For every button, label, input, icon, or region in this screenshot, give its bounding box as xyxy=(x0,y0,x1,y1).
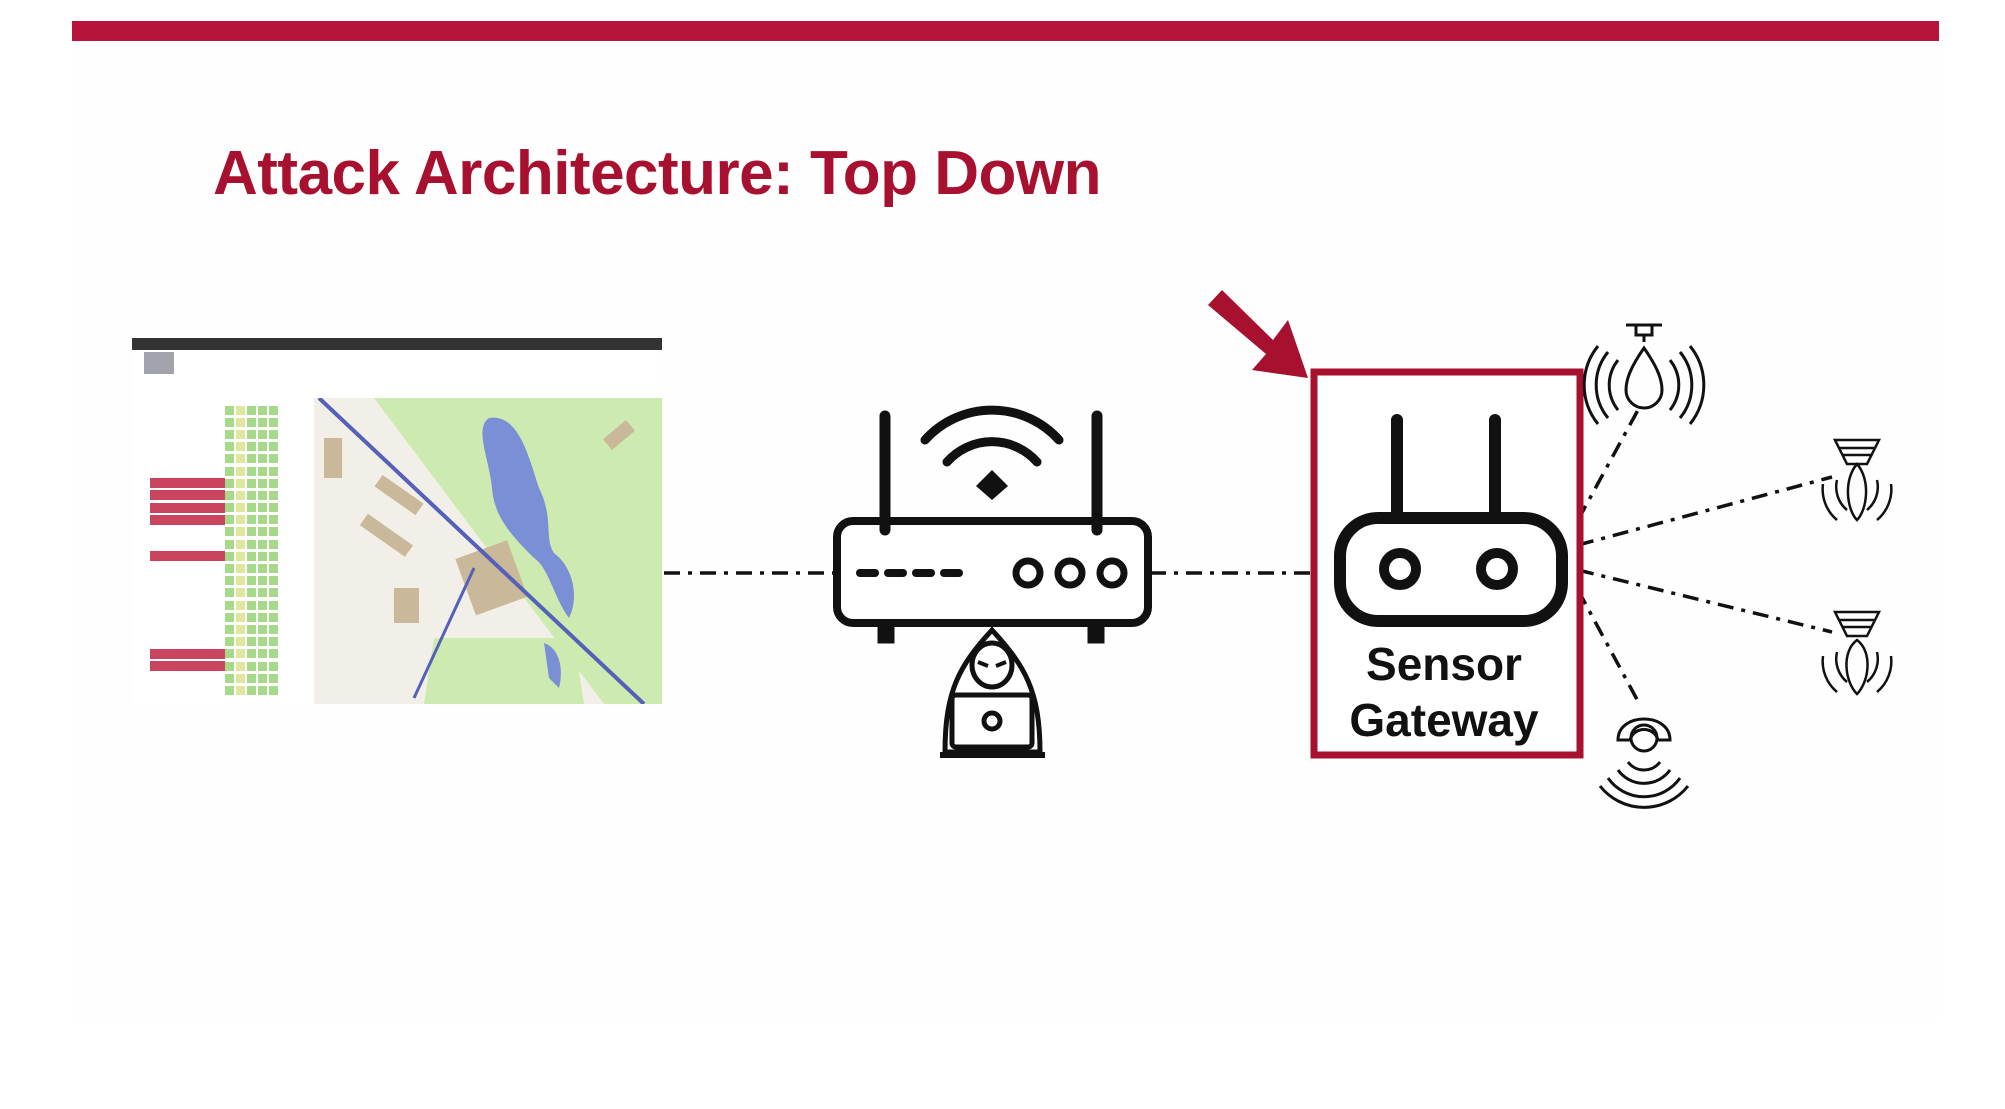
screenshot-list-row xyxy=(150,441,278,453)
motion-sensor-icon xyxy=(1598,717,1690,809)
screenshot-list-row xyxy=(150,416,278,428)
screenshot-row-label xyxy=(150,661,225,672)
screenshot-row-status xyxy=(225,576,278,586)
screenshot-row-status xyxy=(225,442,278,452)
screenshot-list-row xyxy=(150,636,278,648)
screenshot-list-row xyxy=(150,550,278,562)
smoke-detector-icon xyxy=(1821,610,1893,696)
screenshot-list-row xyxy=(150,611,278,623)
screenshot-row-label xyxy=(150,502,225,513)
hacker-icon xyxy=(940,626,1045,758)
link-gateway-smoke-sensor-1 xyxy=(1577,475,1833,547)
screenshot-row-status xyxy=(225,515,278,525)
screenshot-list-row xyxy=(150,453,278,465)
screenshot-row-status xyxy=(225,429,278,439)
screenshot-list-row xyxy=(150,465,278,477)
arrow-to-gateway xyxy=(1208,290,1308,378)
slide-top-bar xyxy=(72,21,1939,41)
screenshot-row-label xyxy=(150,490,225,501)
screenshot-row-status xyxy=(225,405,278,415)
screenshot-row-label xyxy=(150,514,225,525)
gateway-label-line1: Sensor xyxy=(1366,638,1522,690)
screenshot-list-row xyxy=(150,428,278,440)
screenshot-row-status xyxy=(225,503,278,513)
screenshot-row-status xyxy=(225,490,278,500)
screenshot-logo xyxy=(144,352,174,374)
link-gateway-water-sensor xyxy=(1576,409,1640,521)
screenshot-row-status xyxy=(225,661,278,671)
screenshot-row-status xyxy=(225,539,278,549)
screenshot-row-status xyxy=(225,588,278,598)
screenshot-sensor-list xyxy=(150,404,278,697)
screenshot-row-status xyxy=(225,417,278,427)
sensor-gateway[interactable]: Sensor Gateway xyxy=(1310,368,1584,759)
screenshot-list-row xyxy=(150,672,278,684)
link-gateway-motion-sensor xyxy=(1576,589,1642,706)
smoke-detector-icon xyxy=(1821,438,1893,522)
screenshot-list-row xyxy=(150,526,278,538)
screenshot-list-row xyxy=(150,502,278,514)
screenshot-row-status xyxy=(225,527,278,537)
screenshot-list-row xyxy=(150,575,278,587)
screenshot-list-row xyxy=(150,538,278,550)
screenshot-list-row xyxy=(150,562,278,574)
screenshot-list-row xyxy=(150,404,278,416)
water-leak-sensor-icon xyxy=(1582,323,1706,425)
screenshot-list-row xyxy=(150,489,278,501)
screenshot-list-row xyxy=(150,477,278,489)
screenshot-row-status xyxy=(225,551,278,561)
screenshot-row-label xyxy=(150,648,225,659)
screenshot-row-status xyxy=(225,612,278,622)
screenshot-row-label xyxy=(150,478,225,489)
screenshot-list-row xyxy=(150,660,278,672)
screenshot-row-status xyxy=(225,564,278,574)
screenshot-row-status xyxy=(225,637,278,647)
gateway-icon xyxy=(1334,414,1568,627)
screenshot-map xyxy=(314,398,662,704)
screenshot-row-status xyxy=(225,478,278,488)
screenshot-titlebar xyxy=(132,338,662,350)
screenshot-row-status xyxy=(225,624,278,634)
link-gateway-smoke-sensor-2 xyxy=(1577,568,1833,634)
screenshot-list-row xyxy=(150,684,278,696)
slide-title: Attack Architecture: Top Down xyxy=(213,139,1102,208)
dashboard-screenshot xyxy=(132,338,662,704)
screenshot-row-status xyxy=(225,673,278,683)
screenshot-row-status xyxy=(225,649,278,659)
screenshot-list-row xyxy=(150,514,278,526)
screenshot-list-row xyxy=(150,648,278,660)
screenshot-row-status xyxy=(225,454,278,464)
wifi-router-icon xyxy=(833,405,1152,644)
screenshot-row-status xyxy=(225,466,278,476)
screenshot-row-status xyxy=(225,600,278,610)
wifi-icon xyxy=(920,405,1064,467)
screenshot-row-status xyxy=(225,685,278,695)
screenshot-row-label xyxy=(150,551,225,562)
screenshot-list-row xyxy=(150,623,278,635)
screenshot-list-row xyxy=(150,599,278,611)
screenshot-list-row xyxy=(150,587,278,599)
gateway-label-line2: Gateway xyxy=(1349,694,1539,746)
